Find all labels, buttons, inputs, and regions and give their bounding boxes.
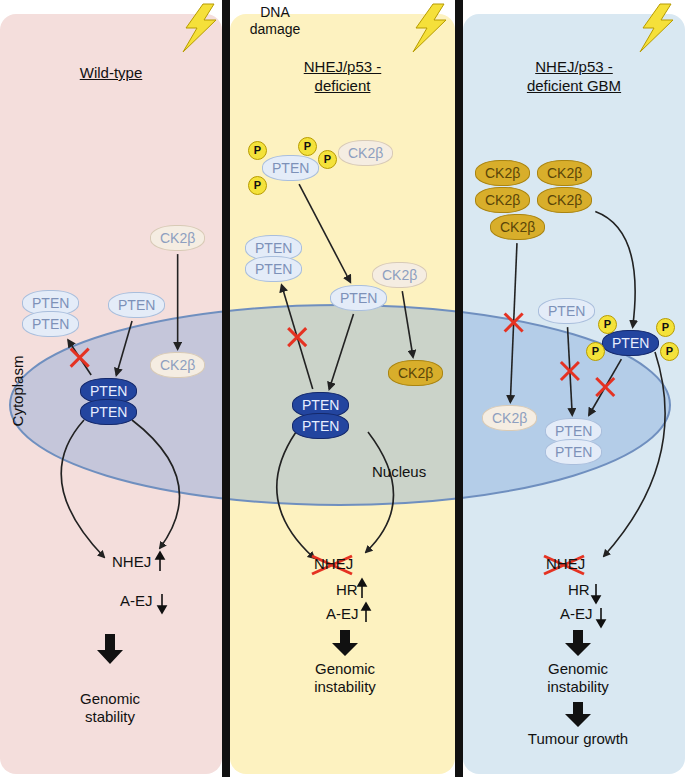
protein-label: CK2β <box>537 187 592 213</box>
protein-blob: PTEN <box>602 330 659 356</box>
nucleus-outline <box>10 305 670 505</box>
lightning-bolt <box>183 4 673 52</box>
protein-blob: CK2β <box>150 352 205 378</box>
protein-label: CK2β <box>475 160 530 186</box>
protein-blob: PTENPTEN <box>22 290 79 337</box>
level-arrow <box>156 552 605 627</box>
protein-blob: CK2β <box>537 160 592 186</box>
block-cross <box>561 362 579 380</box>
protein-label: CK2β <box>537 160 592 186</box>
panel-title-wrap: Wild-type <box>0 64 222 83</box>
panel-title: NHEJ/p53 -deficient GBM <box>509 58 639 96</box>
region-label: Cytoplasm <box>9 351 27 431</box>
hazard-label: DNA damage <box>240 4 310 38</box>
pathway-label: HR <box>336 581 358 599</box>
protein-label: PTEN <box>602 330 659 356</box>
protein-label: CK2β <box>490 214 545 240</box>
protein-label: PTEN <box>545 439 602 465</box>
translocation-arrow <box>329 314 353 389</box>
protein-blob: PTENPTEN <box>245 235 302 282</box>
outcome-label: Genomic instability <box>290 660 400 696</box>
protein-label: PTEN <box>330 285 387 311</box>
protein-label: CK2β <box>482 405 537 431</box>
outcome-label: Genomic stability <box>55 690 165 726</box>
outcome-label: Tumour growth <box>523 730 633 748</box>
protein-blob: CK2β <box>338 140 393 166</box>
protein-blob: CK2β <box>475 187 530 213</box>
pathway-arrow <box>61 352 665 558</box>
protein-label: CK2β <box>475 187 530 213</box>
translocation-arrow <box>299 184 350 282</box>
protein-blob: PTENPTEN <box>80 378 137 425</box>
protein-blob: PTEN <box>538 298 595 324</box>
protein-blob: CK2β <box>482 405 537 431</box>
protein-label: CK2β <box>150 225 205 251</box>
protein-label: PTEN <box>245 256 302 282</box>
protein-blob: CK2β <box>537 187 592 213</box>
protein-label: PTEN <box>262 155 319 181</box>
protein-label: CK2β <box>338 140 393 166</box>
translocation-arrow <box>116 321 132 375</box>
outcome-arrow <box>97 630 591 727</box>
block-cross <box>505 314 523 332</box>
pathway-label: NHEJ <box>546 555 585 573</box>
outcome-label: Genomic instability <box>523 660 633 696</box>
divider-bar <box>222 0 230 777</box>
protein-blob: PTEN <box>108 292 165 318</box>
protein-blob: PTENPTEN <box>292 392 349 439</box>
protein-blob: CK2β <box>490 214 545 240</box>
pathway-label: HR <box>568 581 590 599</box>
panel-band: Wild-typePTENPTENPTENCK2βCK2βPTENPTEN <box>0 14 222 777</box>
panel-title-wrap: NHEJ/p53 -deficient GBM <box>463 58 685 96</box>
protein-label: PTEN <box>538 298 595 324</box>
pathway-label: NHEJ <box>112 553 151 571</box>
pathway-label: A-EJ <box>120 592 153 610</box>
phospho-mark: P <box>660 342 679 361</box>
translocation-arrow <box>589 359 621 415</box>
panel-title: Wild-type <box>80 64 143 83</box>
panel-title: NHEJ/p53 -deficient <box>278 58 408 96</box>
phospho-mark: P <box>656 318 675 337</box>
panel-title-wrap: NHEJ/p53 -deficient <box>230 58 455 96</box>
phospho-mark: P <box>248 141 267 160</box>
protein-label: PTEN <box>108 292 165 318</box>
divider-bar <box>455 0 463 777</box>
translocation-arrow <box>282 285 313 389</box>
pathway-label: A-EJ <box>560 605 593 623</box>
protein-blob: PTEN <box>330 285 387 311</box>
protein-blob: PTENPTEN <box>545 418 602 465</box>
protein-blob: CK2β <box>475 160 530 186</box>
translocation-arrow <box>177 254 179 349</box>
phospho-mark: P <box>598 315 617 334</box>
block-cross <box>71 349 89 367</box>
pathway-label: A-EJ <box>326 605 359 623</box>
phospho-mark: P <box>298 137 317 156</box>
translocation-arrow <box>595 211 635 327</box>
translocation-arrow <box>402 291 413 357</box>
protein-label: CK2β <box>388 360 443 386</box>
protein-blob: PTEN <box>262 155 319 181</box>
protein-blob: CK2β <box>372 262 427 288</box>
phospho-mark: P <box>248 176 267 195</box>
protein-blob: CK2β <box>388 360 443 386</box>
protein-label: CK2β <box>372 262 427 288</box>
protein-label: CK2β <box>150 352 205 378</box>
red-cross <box>312 556 584 574</box>
phospho-mark: P <box>318 150 337 169</box>
protein-label: PTEN <box>80 399 137 425</box>
block-cross <box>596 378 614 396</box>
phospho-mark: P <box>586 342 605 361</box>
block-cross <box>288 328 306 346</box>
pathway-label: NHEJ <box>314 555 353 573</box>
protein-blob: CK2β <box>150 225 205 251</box>
region-label: Nucleus <box>372 463 426 481</box>
protein-label: PTEN <box>292 413 349 439</box>
translocation-arrow <box>68 340 91 375</box>
protein-label: PTEN <box>22 311 79 337</box>
